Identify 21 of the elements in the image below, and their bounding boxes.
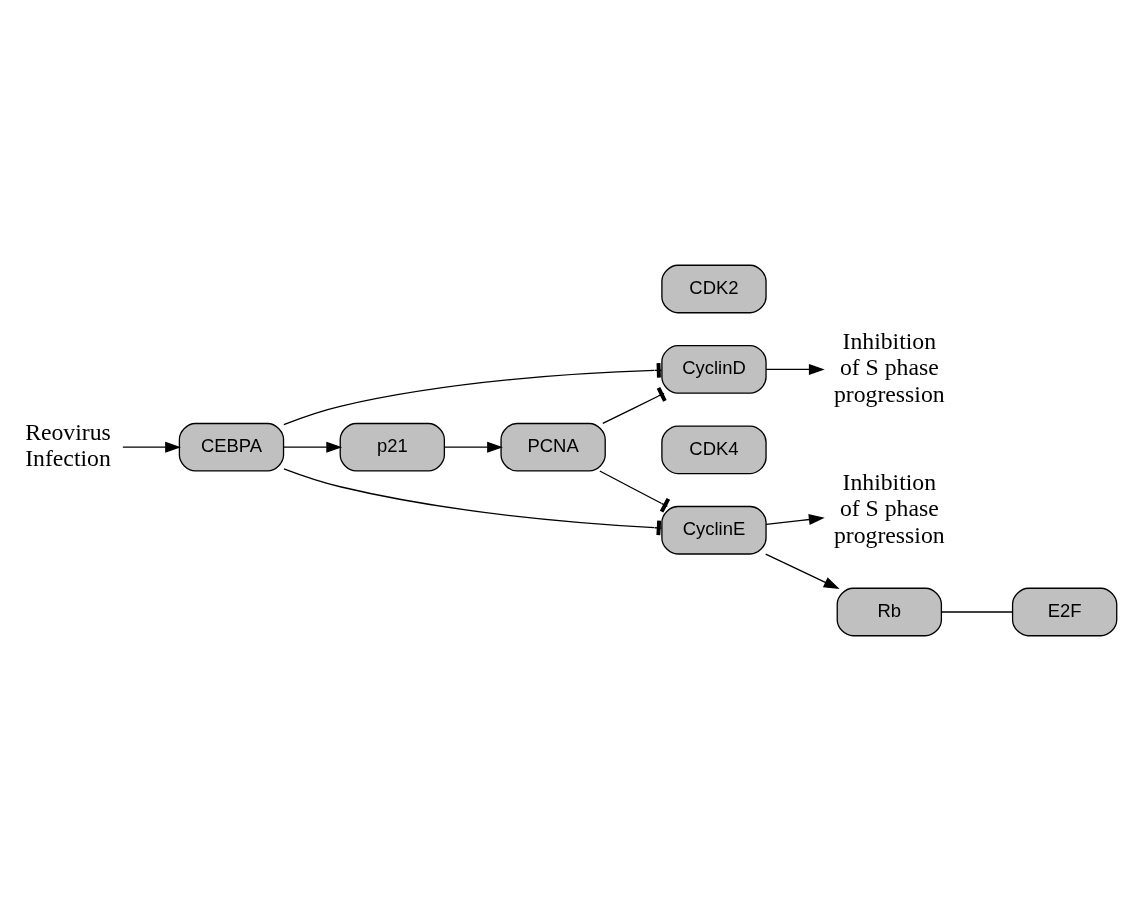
node-box: CDK2 [661, 264, 767, 313]
arrow [765, 552, 840, 589]
connector [599, 469, 671, 513]
node-text: Inhibition of S phase progression [833, 327, 945, 407]
arrow [283, 441, 343, 453]
node-text: Reovirus Infection [25, 418, 111, 471]
node-box: CyclinD [661, 344, 767, 394]
connector [602, 386, 667, 424]
arrow [765, 363, 825, 375]
arrow [765, 513, 825, 525]
node-box: Rb [836, 587, 943, 636]
node-box: E2F [1011, 587, 1118, 636]
node-box: CEBPA [178, 422, 285, 472]
node-box: CyclinE [661, 505, 767, 555]
node-box: PCNA [500, 422, 606, 472]
arrow [122, 441, 181, 453]
connector [940, 610, 1013, 613]
node-text: Inhibition of S phase progression [833, 468, 945, 548]
node-box: CDK4 [661, 424, 767, 474]
arrow [443, 441, 503, 453]
node-box: p21 [339, 422, 446, 472]
